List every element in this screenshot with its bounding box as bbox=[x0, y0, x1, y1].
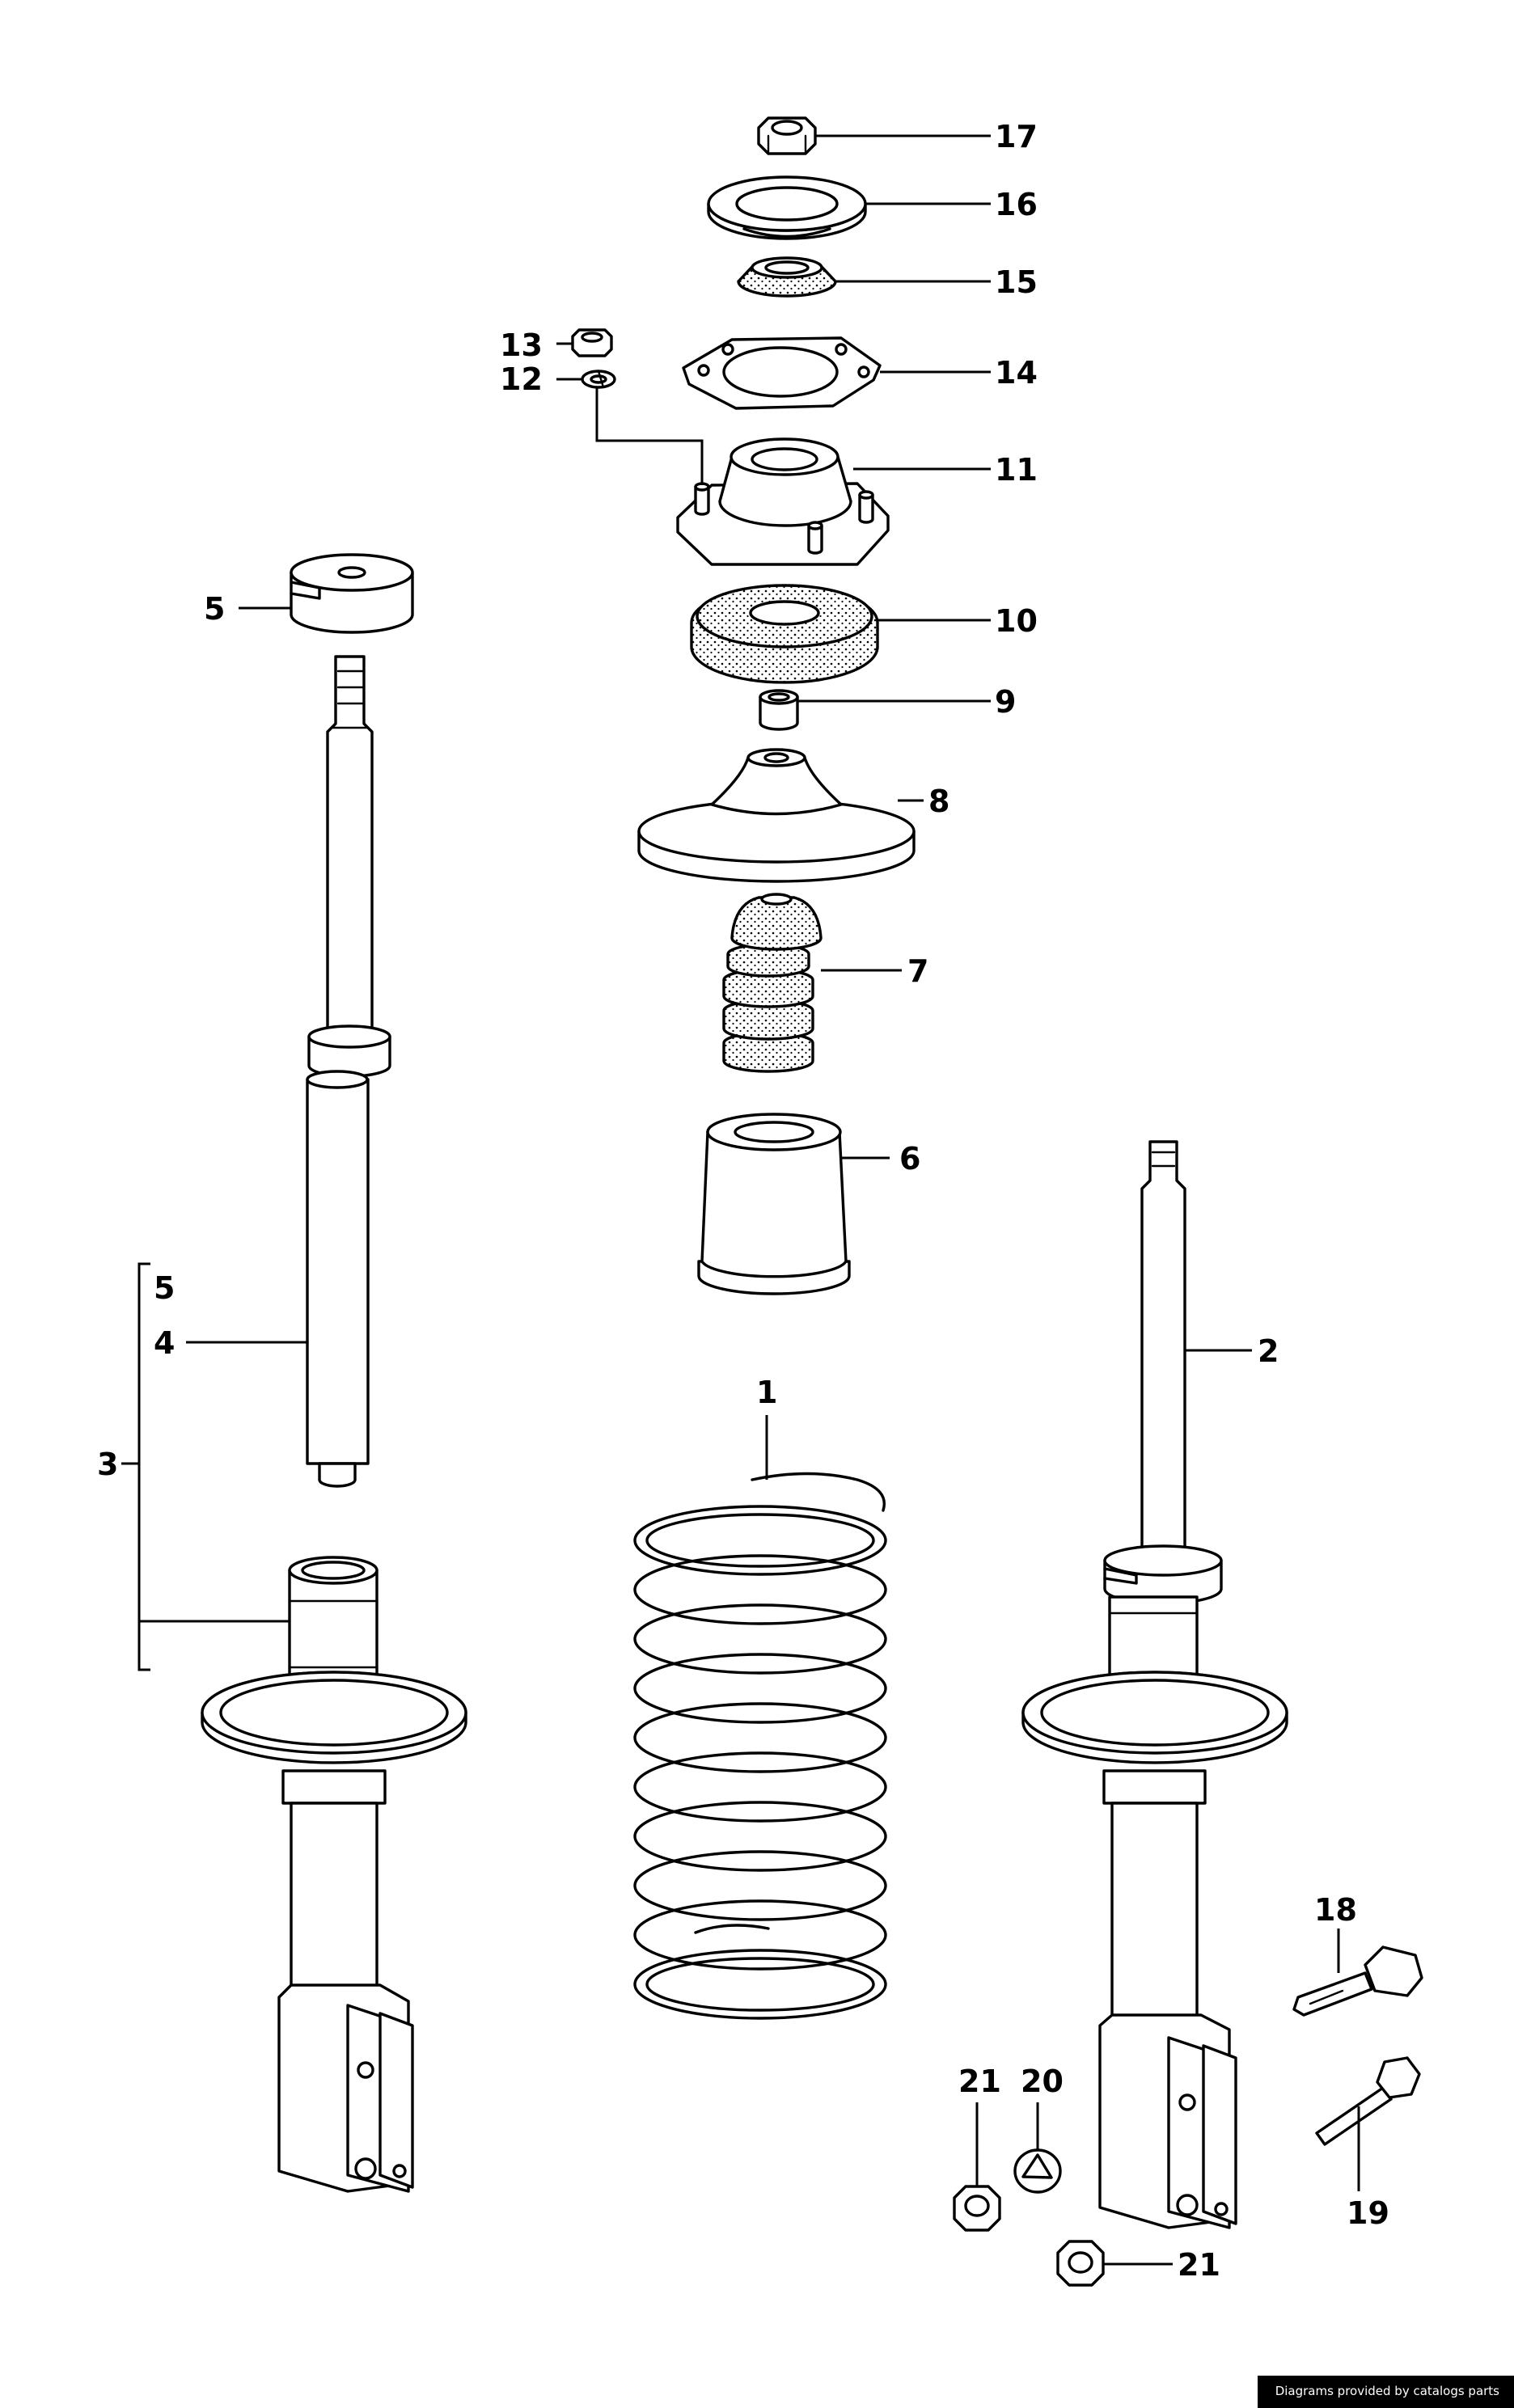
callout-15: 15 bbox=[995, 264, 1038, 300]
callout-2: 2 bbox=[1258, 1333, 1279, 1369]
part-16-washer bbox=[707, 175, 867, 240]
callout-9: 9 bbox=[995, 684, 1016, 720]
part-2-strut-assembly bbox=[1021, 1140, 1288, 2229]
callout-21-lower: 21 bbox=[1178, 2247, 1220, 2283]
callout-11: 11 bbox=[995, 452, 1038, 488]
callout-13: 13 bbox=[500, 327, 543, 363]
part-3-strut-housing bbox=[201, 1556, 467, 2193]
callout-8: 8 bbox=[928, 784, 949, 819]
part-14-gasket bbox=[682, 336, 882, 410]
part-18-bolt bbox=[1292, 1945, 1423, 2017]
part-4-shock-insert bbox=[306, 655, 391, 1488]
part-5-spring-nut bbox=[290, 553, 414, 634]
callout-7: 7 bbox=[907, 953, 928, 989]
callout-12: 12 bbox=[500, 361, 543, 397]
callout-21-upper: 21 bbox=[958, 2064, 1001, 2099]
callout-4: 4 bbox=[154, 1325, 175, 1361]
part-17-nut bbox=[757, 116, 817, 155]
part-7-bump-stop bbox=[722, 893, 823, 1073]
callout-18: 18 bbox=[1314, 1892, 1357, 1928]
callout-3: 3 bbox=[97, 1447, 118, 1482]
callout-16: 16 bbox=[995, 187, 1038, 222]
part-9-sleeve bbox=[759, 689, 799, 731]
leader-lines bbox=[121, 134, 1360, 2266]
part-21-nut-upper bbox=[953, 2185, 1001, 2232]
part-15-rubber-bushing bbox=[737, 256, 837, 298]
callout-5-bracket: 5 bbox=[154, 1270, 175, 1306]
callout-5-top: 5 bbox=[204, 591, 225, 627]
callout-19: 19 bbox=[1347, 2195, 1389, 2231]
part-11-strut-mount bbox=[676, 437, 890, 566]
part-6-dust-cover bbox=[697, 1113, 851, 1295]
callout-labels: 17 16 15 14 13 12 11 10 9 8 7 6 1 2 5 5 … bbox=[97, 119, 1389, 2283]
part-12-lock-washer bbox=[581, 370, 616, 389]
part-1-coil-spring bbox=[633, 1472, 887, 2020]
callout-14: 14 bbox=[995, 355, 1038, 391]
footer-credit: Diagrams provided by catalogs parts bbox=[1257, 2376, 1514, 2408]
callout-1: 1 bbox=[756, 1375, 777, 1410]
part-21-nut-lower bbox=[1056, 2240, 1105, 2287]
callout-6: 6 bbox=[899, 1141, 920, 1177]
part-20-washer bbox=[1013, 2148, 1062, 2194]
part-8-spring-seat bbox=[637, 748, 916, 883]
part-13-nut bbox=[571, 328, 613, 357]
part-19-bolt bbox=[1315, 2056, 1421, 2146]
callout-10: 10 bbox=[995, 603, 1038, 639]
part-10-bearing bbox=[690, 584, 879, 684]
callout-20: 20 bbox=[1021, 2064, 1064, 2099]
callout-17: 17 bbox=[995, 119, 1038, 154]
